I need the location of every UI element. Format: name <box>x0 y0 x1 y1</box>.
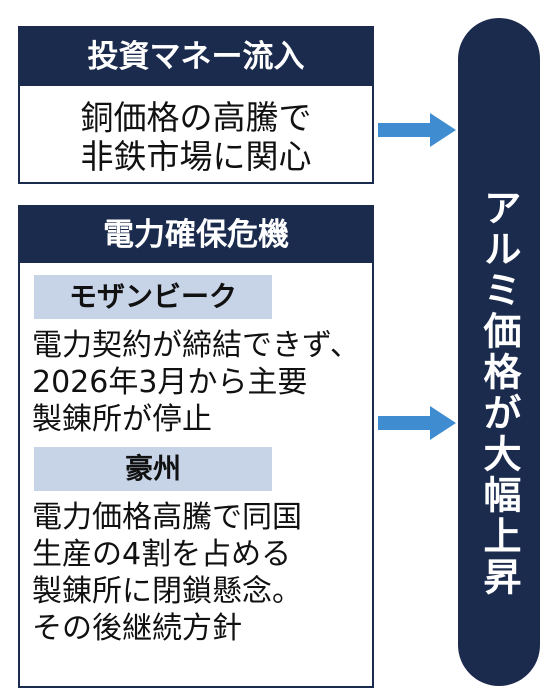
mozambique-line-2: 2026年3月から主要 <box>32 365 308 400</box>
power-crisis-box: 電力確保危機 モザンビーク 電力契約が締結できず、 2026年3月から主要 製錬… <box>18 205 374 688</box>
mozambique-label: モザンビーク <box>34 275 272 319</box>
mozambique-line-3: 製錬所が停止 <box>32 402 212 437</box>
arrow-right-icon <box>378 113 456 147</box>
investment-inflow-box: 投資マネー流入 銅価格の高騰で 非鉄市場に関心 <box>18 26 374 184</box>
arrow-right-icon <box>378 406 456 440</box>
australia-text: 電力価格高騰で同国 生産の4割を占める 製錬所に閉鎖懸念。 その後継続方針 <box>32 499 368 647</box>
mozambique-line-1: 電力契約が締結できず、 <box>32 328 360 363</box>
power-crisis-body: モザンビーク 電力契約が締結できず、 2026年3月から主要 製錬所が停止 豪州… <box>20 263 372 686</box>
aluminum-price-result-box: アルミ価格が大幅上昇 <box>458 18 540 686</box>
power-crisis-title: 電力確保危機 <box>20 207 372 263</box>
investment-inflow-line-2: 非鉄市場に関心 <box>80 137 312 176</box>
investment-inflow-title: 投資マネー流入 <box>20 28 372 86</box>
mozambique-text: 電力契約が締結できず、 2026年3月から主要 製錬所が停止 <box>32 327 368 438</box>
australia-line-4: その後継続方針 <box>32 611 242 646</box>
australia-line-3: 製錬所に閉鎖懸念。 <box>32 574 302 609</box>
australia-label: 豪州 <box>34 447 272 491</box>
australia-line-1: 電力価格高騰で同国 <box>32 500 302 535</box>
investment-inflow-line-1: 銅価格の高騰で <box>80 98 312 137</box>
australia-line-2: 生産の4割を占める <box>32 537 292 572</box>
investment-inflow-body: 銅価格の高騰で 非鉄市場に関心 <box>20 86 372 182</box>
aluminum-price-result-text: アルミ価格が大幅上昇 <box>477 188 521 598</box>
